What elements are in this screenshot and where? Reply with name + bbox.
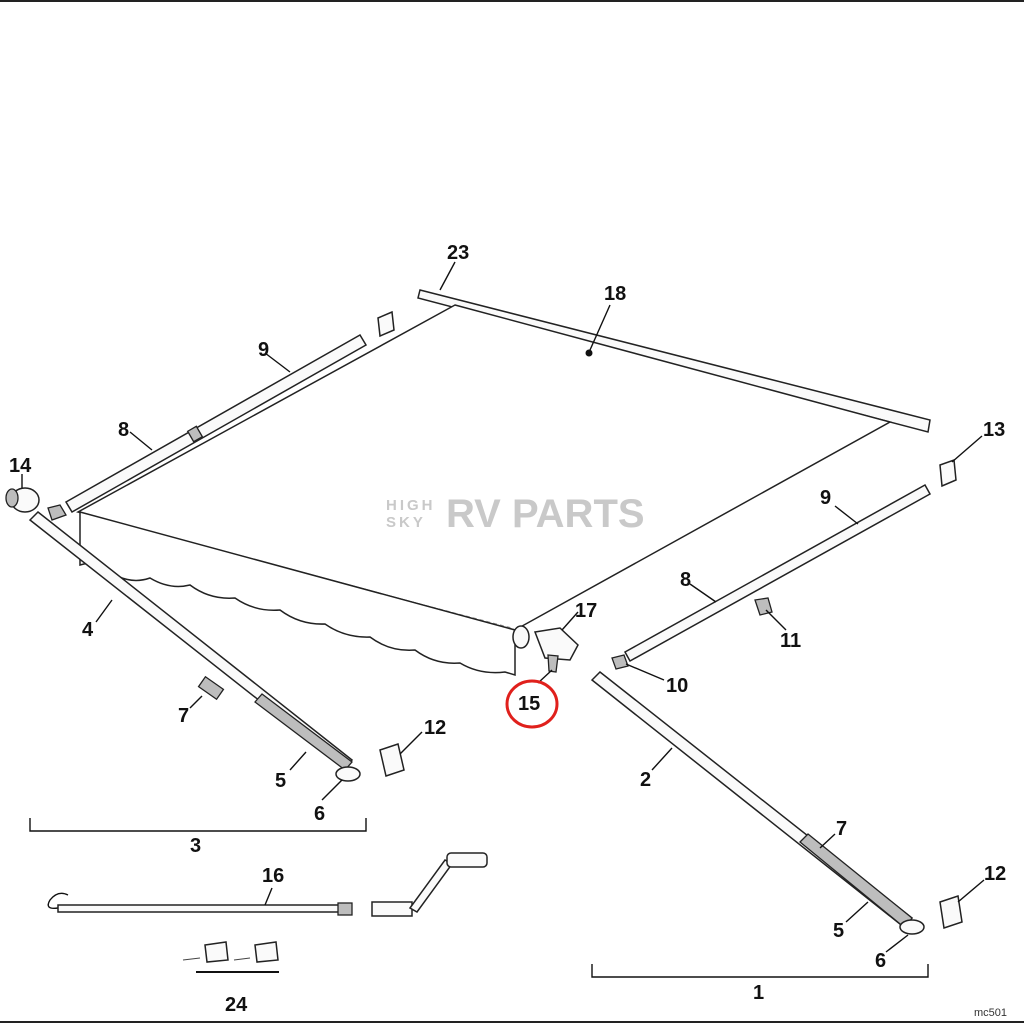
callout-17: 17 bbox=[575, 600, 597, 622]
leader-5-left bbox=[289, 751, 307, 771]
callout-12-right: 12 bbox=[984, 863, 1006, 885]
leader-17 bbox=[561, 611, 579, 631]
crank-collar bbox=[337, 902, 353, 916]
callout-3: 3 bbox=[190, 835, 201, 857]
leader-12-mid bbox=[399, 731, 423, 755]
left-foot-pivot bbox=[335, 766, 361, 782]
rafter-knob-11 bbox=[754, 597, 773, 616]
leader-8-left bbox=[129, 431, 153, 451]
leader-6-right bbox=[885, 934, 909, 953]
leader-9-left bbox=[264, 352, 291, 373]
leader-2 bbox=[651, 747, 673, 771]
group-bracket-1 bbox=[591, 964, 929, 978]
leader-4 bbox=[95, 599, 113, 623]
left-end-cap-face bbox=[5, 488, 19, 508]
watermark-brand: RV PARTS bbox=[446, 492, 645, 536]
left-rafter-arm bbox=[64, 333, 368, 514]
watermark-sky: SKY bbox=[386, 514, 426, 531]
crank-arm bbox=[408, 859, 454, 913]
right-top-bracket bbox=[939, 458, 957, 488]
callout-15: 15 bbox=[518, 693, 540, 715]
callout-2: 2 bbox=[640, 769, 651, 791]
rafter-clip-10 bbox=[611, 654, 629, 670]
highlight-circle bbox=[505, 679, 559, 729]
leader-16 bbox=[264, 887, 273, 906]
leader-11 bbox=[765, 609, 787, 631]
callout-14: 14 bbox=[9, 455, 32, 477]
callout-23: 23 bbox=[447, 242, 469, 264]
left-small-clip bbox=[47, 504, 67, 521]
callout-9-left: 9 bbox=[258, 339, 269, 361]
callout-7-left: 7 bbox=[178, 705, 189, 727]
crank-rod bbox=[57, 904, 341, 913]
callout-9-right: 9 bbox=[820, 487, 831, 509]
watermark-high: HIGH bbox=[386, 497, 436, 514]
cam-latch-15 bbox=[547, 654, 559, 673]
callout-16: 16 bbox=[262, 865, 284, 887]
clip-screw-right bbox=[233, 957, 251, 961]
right-bottom-bracket bbox=[939, 895, 963, 929]
callout-6-right: 6 bbox=[875, 950, 886, 972]
right-foot-pivot bbox=[899, 919, 925, 935]
leader-12-right bbox=[957, 879, 985, 903]
leader-13 bbox=[951, 435, 983, 463]
callout-8-left: 8 bbox=[118, 419, 129, 441]
drawing-reference: mc501 bbox=[974, 1007, 1007, 1019]
callout-7-right: 7 bbox=[836, 818, 847, 840]
awning-rail bbox=[417, 289, 931, 433]
clip-left bbox=[204, 941, 229, 963]
callout-6-left: 6 bbox=[314, 803, 325, 825]
crank-hook bbox=[47, 892, 69, 910]
left-inner-arm bbox=[254, 693, 353, 771]
left-top-bracket bbox=[377, 310, 395, 338]
leader-8-right bbox=[689, 583, 717, 603]
leader-5-right bbox=[845, 901, 869, 923]
leader-18 bbox=[589, 304, 611, 351]
right-end-cap-17 bbox=[533, 627, 579, 661]
callout-24: 24 bbox=[225, 994, 248, 1016]
leader-6-left bbox=[321, 779, 343, 801]
fabric-dot bbox=[585, 349, 593, 357]
callout-18: 18 bbox=[604, 283, 626, 305]
callout-4: 4 bbox=[82, 619, 94, 641]
left-arm-knob bbox=[197, 675, 225, 701]
callout-12-mid: 12 bbox=[424, 717, 446, 739]
crank-grip bbox=[371, 901, 413, 917]
crank-knob bbox=[446, 852, 488, 868]
leader-7-right bbox=[819, 833, 836, 849]
clip-screw-left bbox=[182, 957, 201, 961]
leader-7-left bbox=[189, 695, 203, 709]
callout-13: 13 bbox=[983, 419, 1005, 441]
callout-5-right: 5 bbox=[833, 920, 844, 942]
clip-right bbox=[254, 941, 279, 963]
left-bottom-bracket bbox=[379, 743, 405, 777]
leader-9-right bbox=[834, 505, 859, 525]
leader-23 bbox=[439, 261, 456, 291]
left-rafter-knob bbox=[186, 425, 204, 443]
callout-10: 10 bbox=[666, 675, 688, 697]
right-rafter-arm bbox=[623, 483, 932, 663]
group-bracket-3 bbox=[29, 818, 367, 832]
right-inner-arm bbox=[799, 833, 913, 929]
callout-5-left: 5 bbox=[275, 770, 286, 792]
callout-8-right: 8 bbox=[680, 569, 691, 591]
roller-end-cap bbox=[512, 625, 530, 649]
callout-1: 1 bbox=[753, 982, 764, 1004]
leader-10 bbox=[625, 663, 665, 681]
callout-11: 11 bbox=[780, 630, 801, 652]
scalloped-valance bbox=[79, 511, 516, 677]
